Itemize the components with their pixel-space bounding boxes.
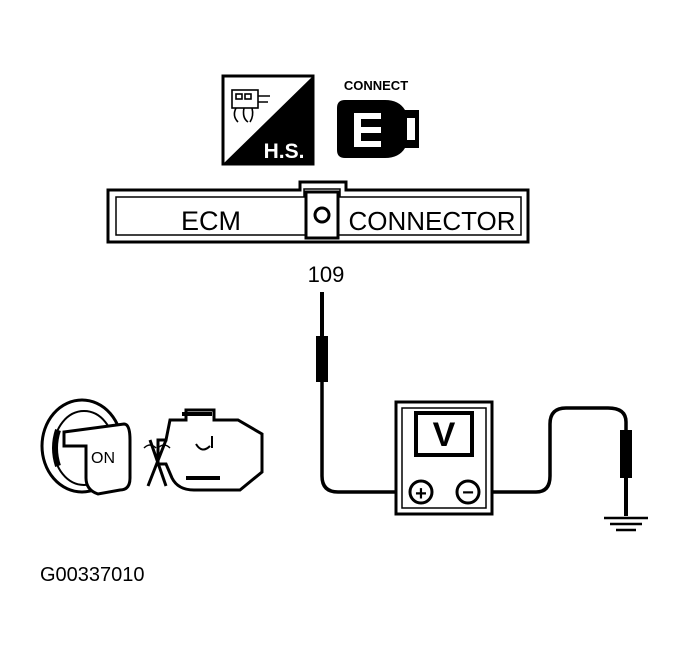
ignition-label: ON	[91, 450, 115, 467]
terminal-pin	[313, 206, 331, 224]
positive-test-lead	[316, 292, 408, 494]
negative-symbol: −	[462, 482, 474, 504]
negative-test-lead	[474, 406, 648, 532]
connect-label: CONNECT	[344, 78, 408, 93]
connector-plug-icon	[337, 100, 419, 158]
negative-terminal	[455, 479, 481, 505]
connector-label: CONNECTOR	[348, 206, 515, 236]
terminal-number: 109	[308, 262, 345, 287]
figure-id: G00337010	[40, 564, 145, 586]
ecm-label: ECM	[181, 206, 241, 236]
ecm-connector: ECM CONNECTOR	[106, 180, 530, 244]
hs-label: H.S.	[264, 140, 305, 163]
harness-side-icon: H.S.	[221, 74, 315, 166]
ignition-key-icon: ON	[40, 398, 132, 496]
positive-terminal	[408, 479, 434, 505]
test-probe-icon	[316, 336, 328, 382]
meter-label: V	[433, 416, 456, 454]
ground-probe	[620, 430, 632, 478]
probe-tip	[320, 292, 324, 338]
connect-icon: CONNECT	[337, 78, 419, 158]
meter-display	[414, 411, 474, 457]
positive-symbol: +	[415, 483, 427, 505]
engine-off-icon	[143, 408, 264, 492]
ground-icon	[604, 516, 648, 532]
voltmeter-icon: V + −	[394, 400, 494, 516]
